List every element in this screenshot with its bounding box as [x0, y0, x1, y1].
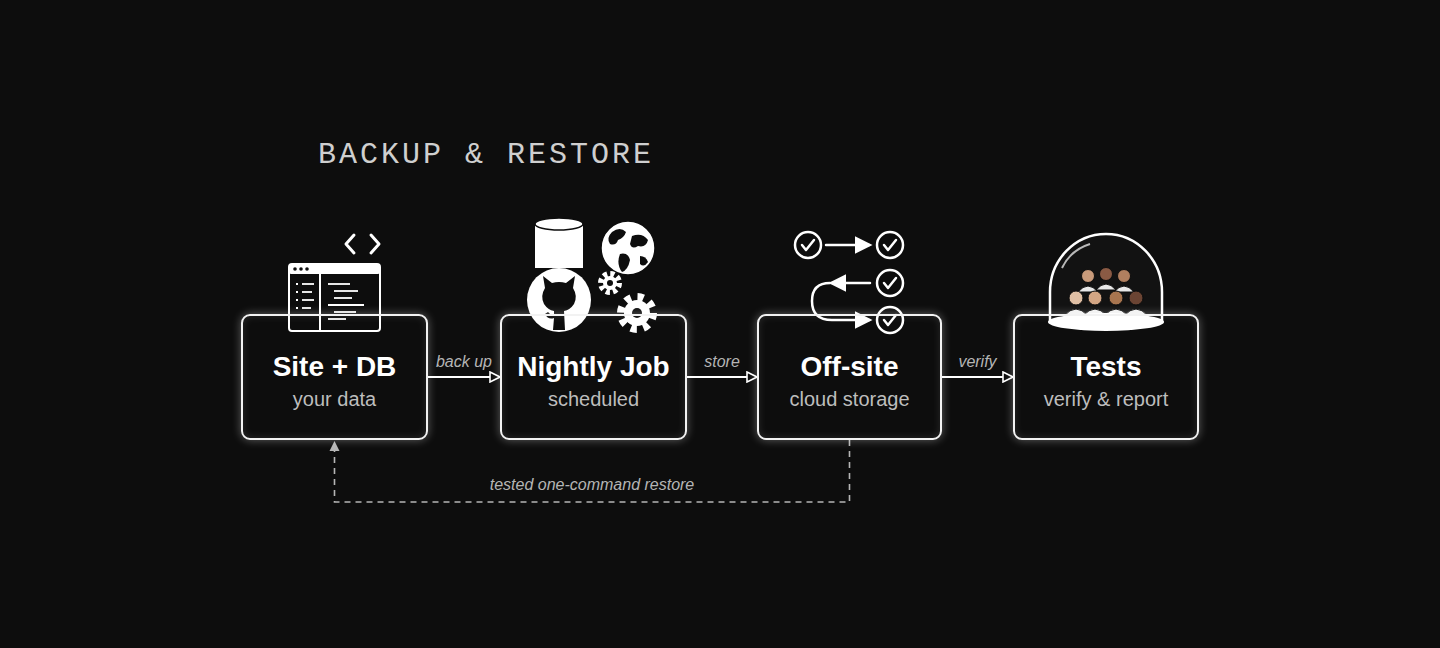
edge-label: tested one-command restore	[486, 476, 699, 494]
box-subtitle: scheduled	[548, 386, 639, 412]
restore-connector	[335, 440, 850, 502]
diagram-title: BACKUP & RESTORE	[318, 138, 654, 172]
box-heading: Off-site	[801, 350, 899, 384]
globe-icon	[601, 221, 655, 275]
box-subtitle: your data	[293, 386, 376, 412]
github-icon	[527, 268, 591, 332]
box-subtitle: verify & report	[1044, 386, 1168, 412]
edge-label: store	[700, 353, 744, 371]
flow-arrow	[428, 376, 500, 378]
dome-icon	[1048, 234, 1164, 331]
gears-icon	[601, 274, 653, 329]
browser-icon	[289, 264, 380, 331]
box-heading: Tests	[1070, 350, 1141, 384]
database-icon	[535, 218, 583, 268]
process-box: Site + DByour data	[241, 314, 428, 440]
box-subtitle: cloud storage	[789, 386, 909, 412]
box-heading: Nightly Job	[517, 350, 669, 384]
process-box: Testsverify & report	[1013, 314, 1199, 440]
flow-arrow	[942, 376, 1013, 378]
code-icon	[346, 235, 379, 253]
edge-label: verify	[954, 353, 1000, 371]
process-box: Off-sitecloud storage	[757, 314, 942, 440]
box-heading: Site + DB	[273, 350, 397, 384]
flow-arrow	[687, 376, 757, 378]
sync-icon	[795, 232, 903, 333]
process-box: Nightly Jobscheduled	[500, 314, 687, 440]
edge-label: back up	[432, 353, 496, 371]
